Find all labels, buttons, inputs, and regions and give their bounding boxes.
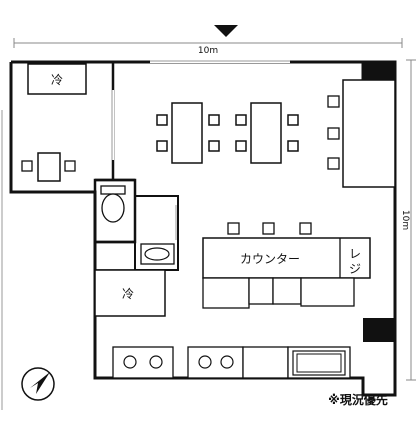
note-text: ※現況優先 [328,392,388,407]
register-label-2: ジ [349,262,361,276]
back-room-chair [21,160,33,172]
dining-table-right [235,102,299,164]
entrance-marker-icon [214,25,238,37]
fridge-front [94,269,166,317]
toilet-icon [101,193,125,223]
height-dimension-label: 10m [400,210,410,230]
washroom [134,195,179,271]
fridge-back-label: 冷 [51,73,63,87]
width-dimension-line [13,38,403,48]
pillar-top-right [363,62,395,82]
wall-bench [342,79,396,188]
fridge-back [27,63,87,95]
dining-table-left [156,102,220,164]
pillar-bottom-right [363,318,395,342]
back-room-walls [95,62,135,182]
compass-icon [21,367,55,401]
width-dimension-label: 10m [198,46,218,56]
counter-cabinets [202,277,355,309]
outer-walls [9,60,397,397]
register-label-1: レ [349,247,361,261]
bench-chairs [327,95,340,170]
counter [202,237,371,279]
back-room-table [37,152,61,182]
toilet-tank [100,185,126,195]
counter-label: カウンター [240,252,300,266]
stove-icon [123,355,234,369]
height-dimension-line [406,59,416,381]
fridge-front-label: 冷 [122,287,134,301]
back-room-chair [64,160,76,172]
counter-stools [227,222,312,235]
